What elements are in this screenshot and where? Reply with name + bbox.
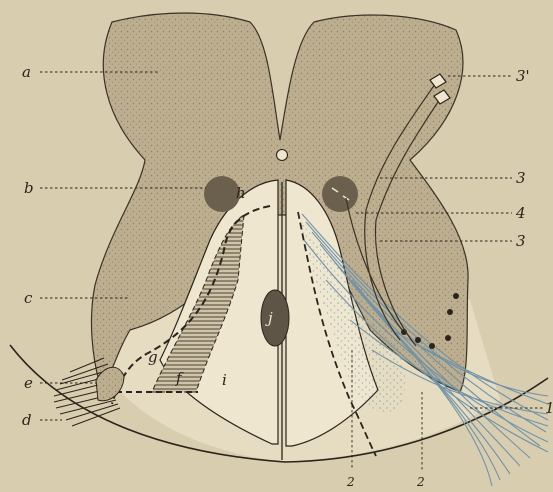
label-g: g: [148, 348, 158, 366]
label-i: i: [222, 371, 227, 389]
label-e: e: [24, 374, 33, 392]
central-ovoid-j: [261, 290, 289, 346]
label-d: d: [22, 411, 32, 429]
label-2-left: 2: [346, 475, 355, 489]
label-3-lower: 3: [516, 232, 526, 250]
nucleus-right: [322, 176, 358, 212]
label-1: 1: [545, 399, 553, 417]
label-c: c: [24, 289, 33, 307]
central-canal: [277, 150, 288, 161]
label-3-prime: 3': [516, 67, 530, 85]
label-a: a: [22, 63, 31, 81]
label-b: b: [24, 179, 34, 197]
label-4: 4: [515, 204, 526, 222]
label-2-right: 2: [416, 475, 425, 489]
label-h: h: [236, 184, 246, 202]
nucleus-left: [204, 176, 240, 212]
label-3-upper: 3: [516, 169, 526, 187]
